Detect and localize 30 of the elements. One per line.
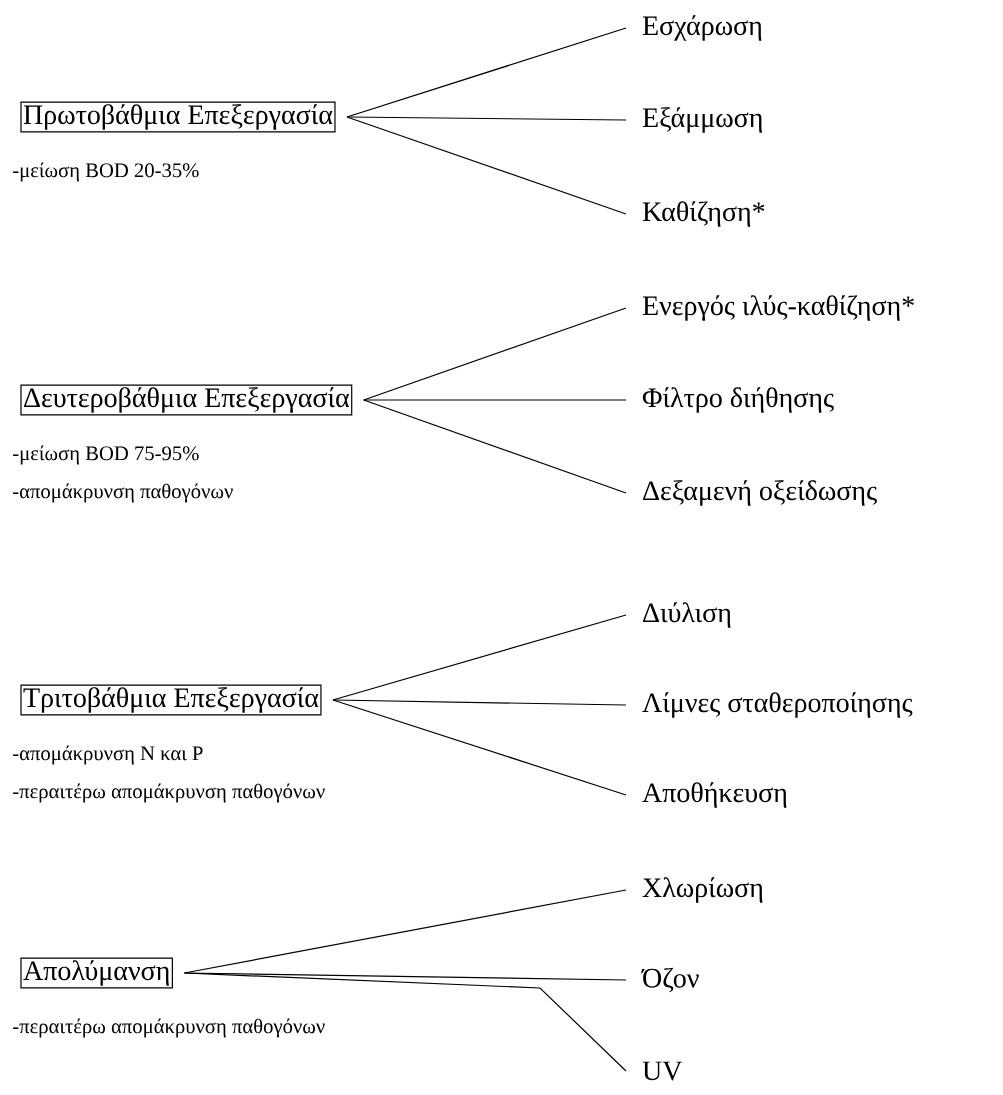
stage-box: Δευτεροβάθμια Επεξεργασία xyxy=(20,384,353,416)
connector-line xyxy=(363,399,627,494)
note-text: -απομάκρυνση N και P xyxy=(13,745,203,765)
method-text: Φίλτρο διήθησης xyxy=(642,387,834,413)
stage-box: Πρωτοβάθμια Επεξεργασία xyxy=(20,101,336,133)
note-text: -μείωση BOD 75-95% xyxy=(13,445,199,465)
method-text: Δεξαμενή οξείδωσης xyxy=(643,480,877,506)
connector-line xyxy=(346,116,627,215)
connector-line xyxy=(346,116,627,121)
method-text: Όζον xyxy=(641,967,699,993)
method-text: Λίμνες σταθεροποίησης xyxy=(642,692,913,718)
connector-line xyxy=(183,972,627,1072)
note-text: -περαιτέρω απομάκρυνση παθογόνων xyxy=(13,1018,325,1038)
connector-line xyxy=(363,399,627,401)
note-text: -περαιτέρω απομάκρυνση παθογόνων xyxy=(13,783,325,803)
note-text: -απομάκρυνση παθογόνων xyxy=(13,483,233,503)
method-text: Εξάμμωση xyxy=(642,107,762,133)
method-text: Καθίζηση* xyxy=(642,201,765,227)
method-text: Χλωρίωση xyxy=(642,877,763,903)
method-text: UV xyxy=(642,1061,683,1081)
method-text: Διύλιση xyxy=(643,602,731,628)
connector-line xyxy=(363,307,627,401)
method-text: Ενεργός ιλύς-καθίζηση* xyxy=(642,295,914,321)
connector-line xyxy=(332,699,627,796)
stage-box: Τριτοβάθμια Επεξεργασία xyxy=(20,684,322,716)
stage-box: Απολύμανση xyxy=(20,957,173,989)
note-text: -μείωση BOD 20-35% xyxy=(13,162,199,182)
connector-line xyxy=(332,699,627,706)
method-text: Εσχάρωση xyxy=(642,15,762,41)
method-text: Αποθήκευση xyxy=(642,782,787,808)
